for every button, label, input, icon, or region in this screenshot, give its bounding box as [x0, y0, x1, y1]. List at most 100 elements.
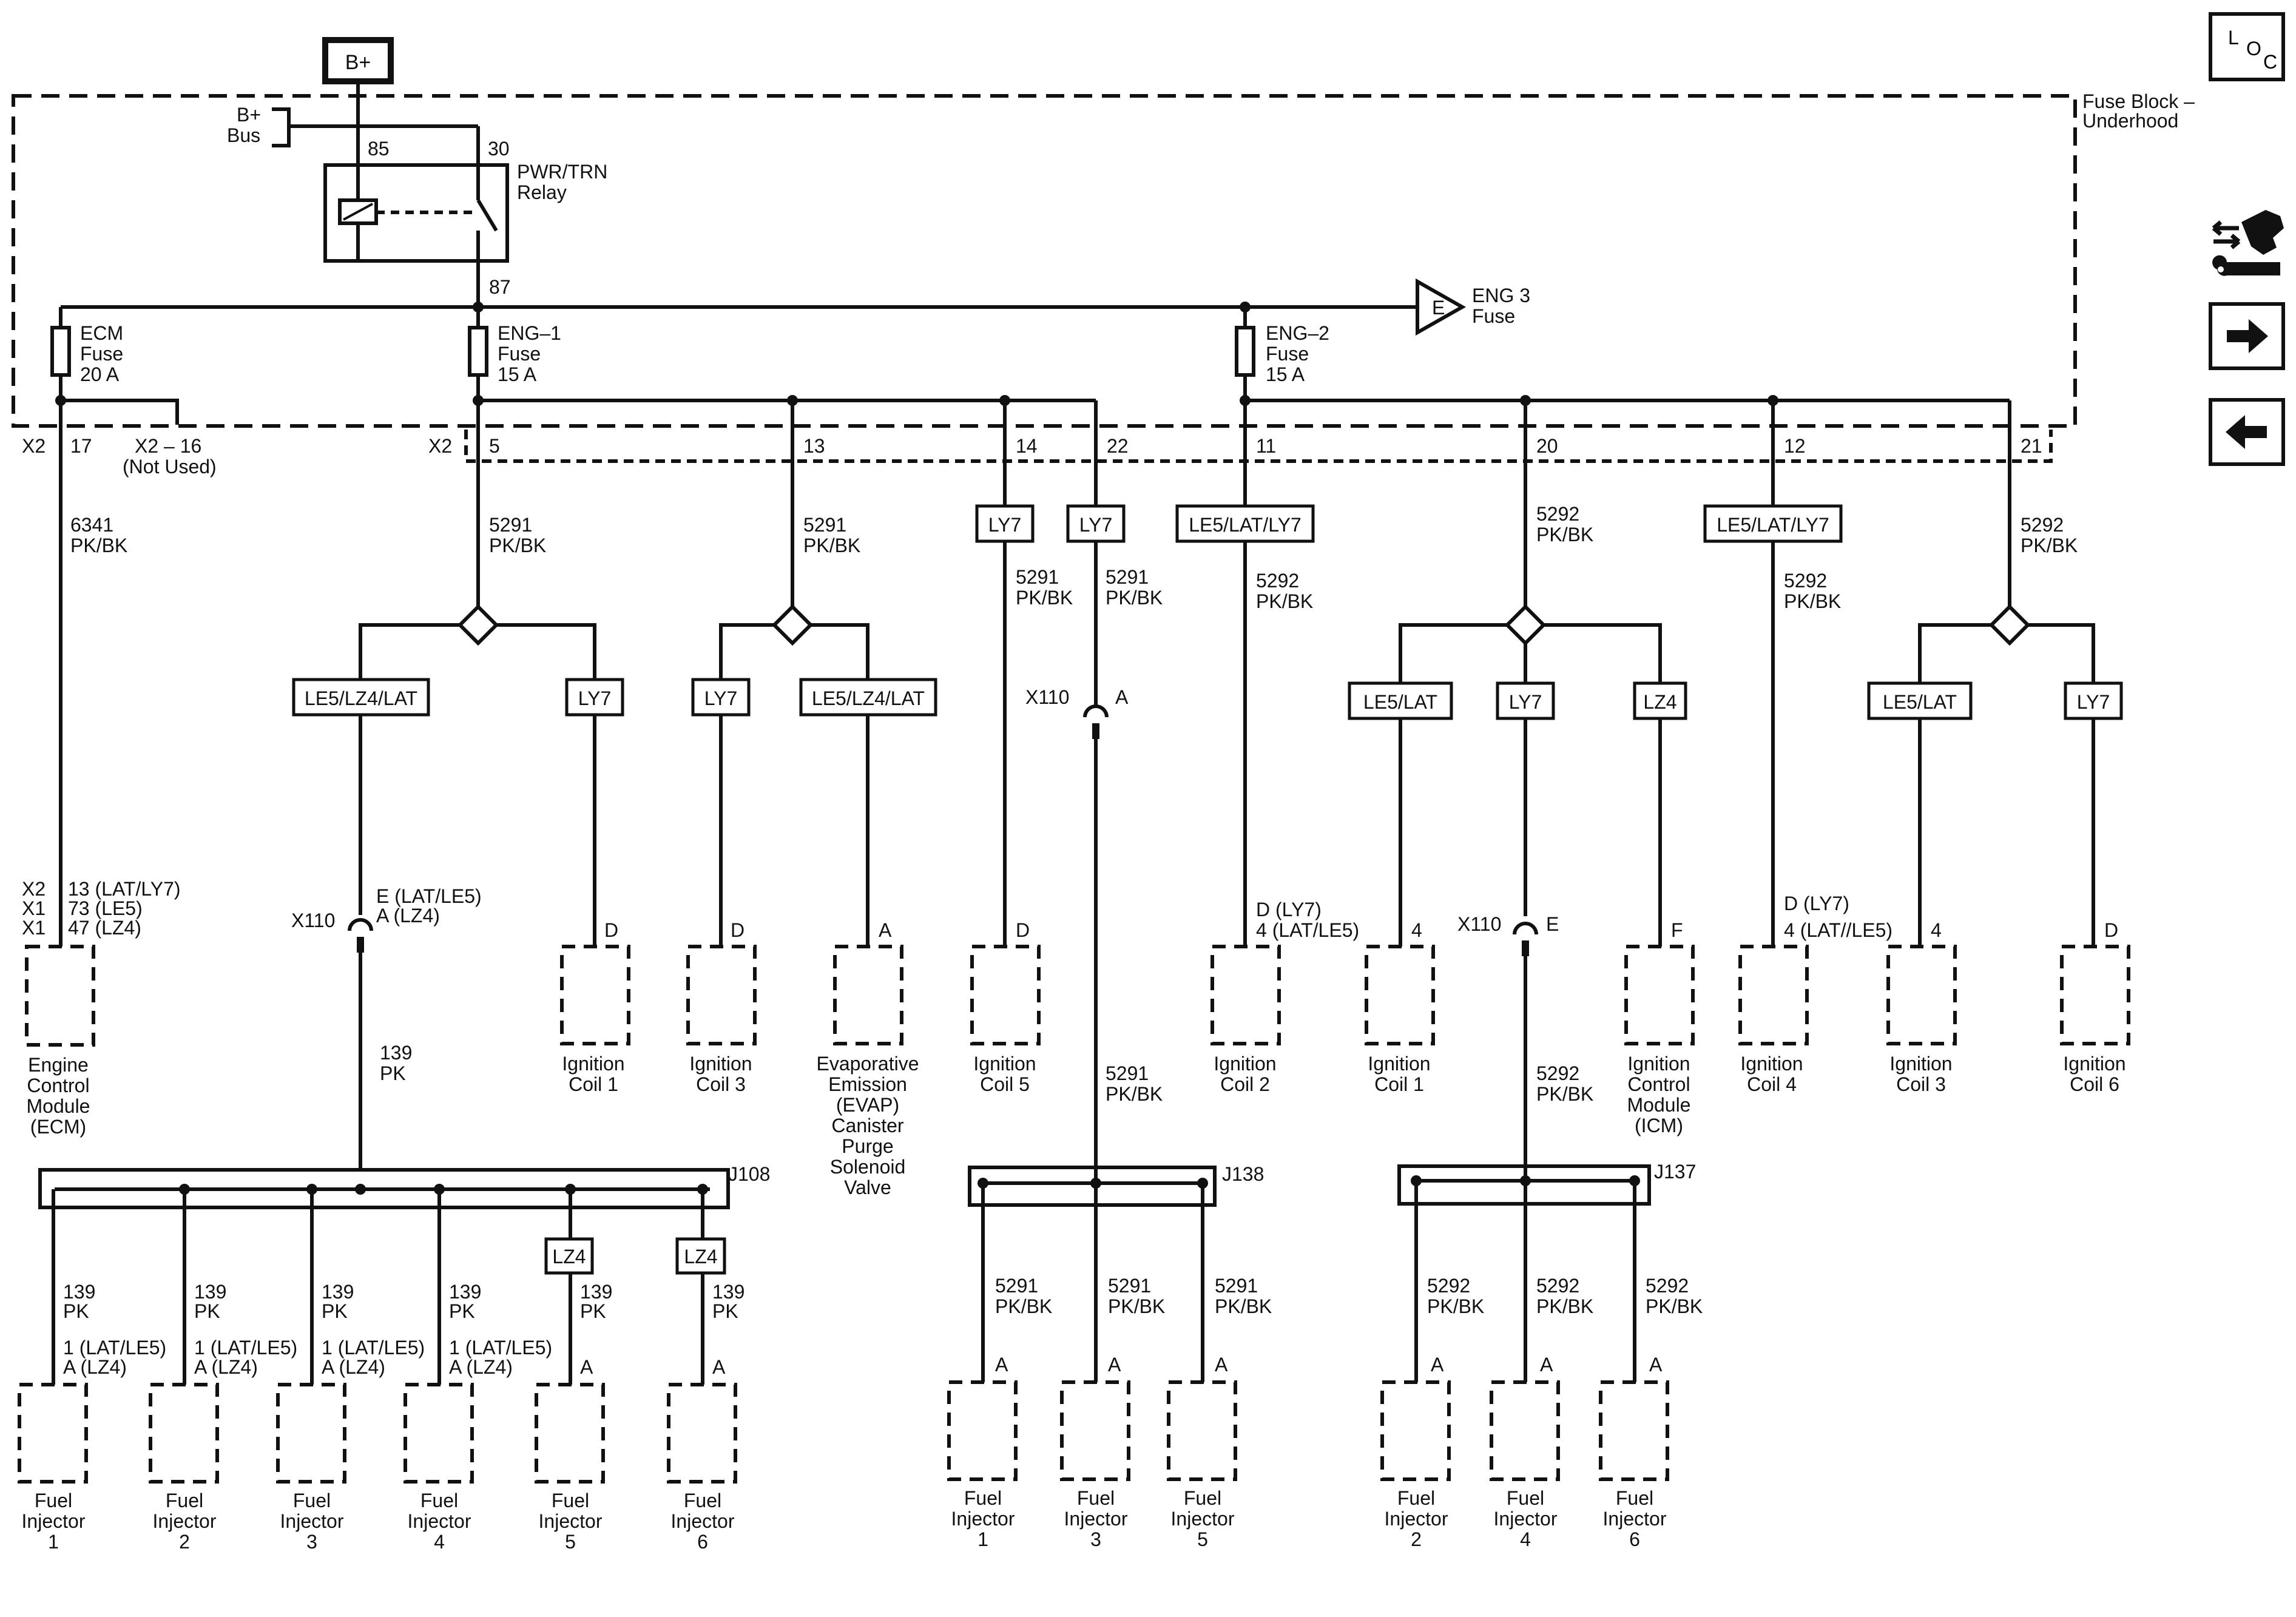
inj-mid-name-1-2: Fuel	[1077, 1487, 1115, 1509]
inj-left-name-1-2: Fuel	[166, 1490, 203, 1511]
option-le5-lat-2: LE5/LAT	[1867, 681, 1973, 720]
svg-text:Valve: Valve	[844, 1176, 891, 1198]
inj-right-name-2-2: Injector	[1494, 1508, 1558, 1530]
x2-pin-label-left: X2	[22, 435, 46, 457]
next-page-button[interactable]	[2209, 302, 2285, 370]
eng2-fuse	[1235, 326, 1255, 377]
evap-label: Evaporative Emission (EVAP) Canister Pur…	[817, 1053, 919, 1198]
svg-text:Coil 2: Coil 2	[1220, 1073, 1270, 1095]
inj-left-name-3-3: 3	[306, 1531, 317, 1553]
splice-diamond-1	[457, 604, 499, 646]
bus-label: Bus	[227, 124, 260, 146]
pwr-trn-relay	[323, 163, 509, 263]
option-ly7-6: LY7	[2064, 681, 2123, 720]
wire-5292-c-number: 5292	[1784, 570, 1827, 592]
wire-139-number: 139	[380, 1042, 412, 1064]
inj-right-wire-number-3: 5292	[1646, 1275, 1689, 1297]
svg-text:LE5/LAT: LE5/LAT	[1883, 691, 1957, 713]
svg-text:LY7: LY7	[578, 687, 612, 709]
wire-5291-lower-number: 5291	[1106, 1062, 1149, 1084]
location-button[interactable]: L O C	[2209, 12, 2285, 81]
pin-x2-16: X2 – 16	[135, 435, 201, 457]
eng3-name-2: Fuse	[1472, 305, 1515, 327]
pin-12: 12	[1784, 435, 1806, 457]
connector-view-button[interactable]	[2209, 204, 2288, 286]
inj-right-pin-2: A	[1540, 1354, 1553, 1376]
inj-left-name-1-4: Fuel	[420, 1490, 458, 1511]
ecm-conn-3: X1	[22, 917, 46, 939]
pin-not-used: (Not Used)	[123, 456, 217, 478]
inj-right-wire-color-2: PK/BK	[1536, 1295, 1593, 1317]
svg-text:Engine: Engine	[28, 1054, 89, 1076]
inj-mid-wire-number-1: 5291	[995, 1275, 1038, 1297]
coil4-label: Ignition Coil 4	[1740, 1053, 1803, 1095]
inj-left-wire-color-6: PK	[712, 1300, 738, 1322]
coil4-pin-2: 4 (LAT//LE5)	[1784, 919, 1893, 941]
wire-5292-c-color: PK/BK	[1784, 590, 1841, 612]
loc-letter-o: O	[2246, 38, 2261, 59]
wire-5292-d-number: 5292	[2021, 514, 2064, 536]
inj-left-pin-a-1: 1 (LAT/LE5)	[63, 1337, 166, 1359]
svg-text:Ignition: Ignition	[562, 1053, 624, 1075]
wire-5292-a-color: PK/BK	[1256, 590, 1313, 612]
coil1b-pin: 4	[1411, 919, 1422, 941]
coil2-pin-1: D (LY7)	[1256, 899, 1322, 920]
pin-11: 11	[1256, 435, 1276, 457]
coil5-label: Ignition Coil 5	[973, 1053, 1036, 1095]
option-le5-lat-ly7-1: LE5/LAT/LY7	[1175, 504, 1315, 543]
pin-22: 22	[1107, 435, 1129, 457]
option-lz4-3: LZ4	[675, 1237, 726, 1275]
inj-right-name-1-3: Fuel	[1616, 1487, 1653, 1509]
option-ly7-4: LY7	[1066, 504, 1126, 543]
inj-left-wire-number-4: 139	[449, 1281, 481, 1303]
inj-right-name-2-3: Injector	[1603, 1508, 1667, 1530]
fuel-injector-right-2	[1490, 1380, 1560, 1481]
coil5-pin: D	[1016, 919, 1030, 941]
inj-left-pin-5: A	[580, 1356, 593, 1378]
b-plus-label: B+	[345, 51, 371, 74]
wire-5291-b-color: PK/BK	[803, 535, 860, 556]
fuel-injector-left-5	[535, 1383, 605, 1484]
coil3a-label: Ignition Coil 3	[689, 1053, 752, 1095]
fuel-injector-left-1	[18, 1383, 88, 1484]
wire-5292-d-color: PK/BK	[2021, 535, 2078, 556]
inj-right-pin-1: A	[1431, 1354, 1444, 1376]
wire-5291-a-color: PK/BK	[489, 535, 546, 556]
inj-right-wire-color-1: PK/BK	[1427, 1295, 1484, 1317]
j108-label: J108	[728, 1163, 770, 1185]
inj-left-name-1-1: Fuel	[35, 1490, 72, 1511]
loc-letter-l: L	[2228, 27, 2239, 49]
inj-left-name-2-4: Injector	[408, 1510, 471, 1532]
wire-5291-lower-color: PK/BK	[1106, 1083, 1163, 1105]
wire-5291-c-number: 5291	[1016, 566, 1059, 588]
coil4-pin-1: D (LY7)	[1784, 893, 1849, 914]
coil3b-pin: 4	[1931, 919, 1942, 941]
arrow-left-icon	[2226, 415, 2267, 449]
previous-page-button[interactable]	[2209, 398, 2285, 466]
eng2-fuse-word: Fuse	[1266, 343, 1309, 365]
svg-text:LZ4: LZ4	[552, 1246, 586, 1268]
inj-left-name-2-3: Injector	[280, 1510, 344, 1532]
svg-text:Coil 3: Coil 3	[696, 1073, 746, 1095]
svg-text:LY7: LY7	[704, 687, 738, 709]
inj-left-name-3-6: 6	[697, 1531, 708, 1553]
option-le5-lat-ly7-2: LE5/LAT/LY7	[1703, 504, 1843, 543]
svg-text:Ignition: Ignition	[1740, 1053, 1803, 1075]
svg-text:Module: Module	[27, 1095, 90, 1117]
evap-purge-valve	[833, 945, 903, 1045]
icm-label: Ignition Control Module (ICM)	[1627, 1053, 1691, 1136]
relay-pin-87: 87	[489, 276, 511, 298]
ignition-coil-3-left	[686, 945, 757, 1045]
ecm-pin-1: 13 (LAT/LY7)	[68, 878, 181, 900]
ignition-coil-6	[2060, 945, 2130, 1045]
x2-pin-label-mid: X2	[428, 435, 452, 457]
ecm-component	[25, 945, 95, 1047]
wire-5292-b-number: 5292	[1536, 503, 1579, 525]
icm-pin: F	[1671, 919, 1683, 941]
inj-left-pin-b-2: A (LZ4)	[194, 1356, 258, 1378]
inj-mid-pin-2: A	[1108, 1354, 1121, 1376]
svg-text:LY7: LY7	[2077, 691, 2110, 713]
eng1-fuse-rating: 15 A	[498, 363, 537, 385]
inj-left-wire-number-2: 139	[194, 1281, 226, 1303]
